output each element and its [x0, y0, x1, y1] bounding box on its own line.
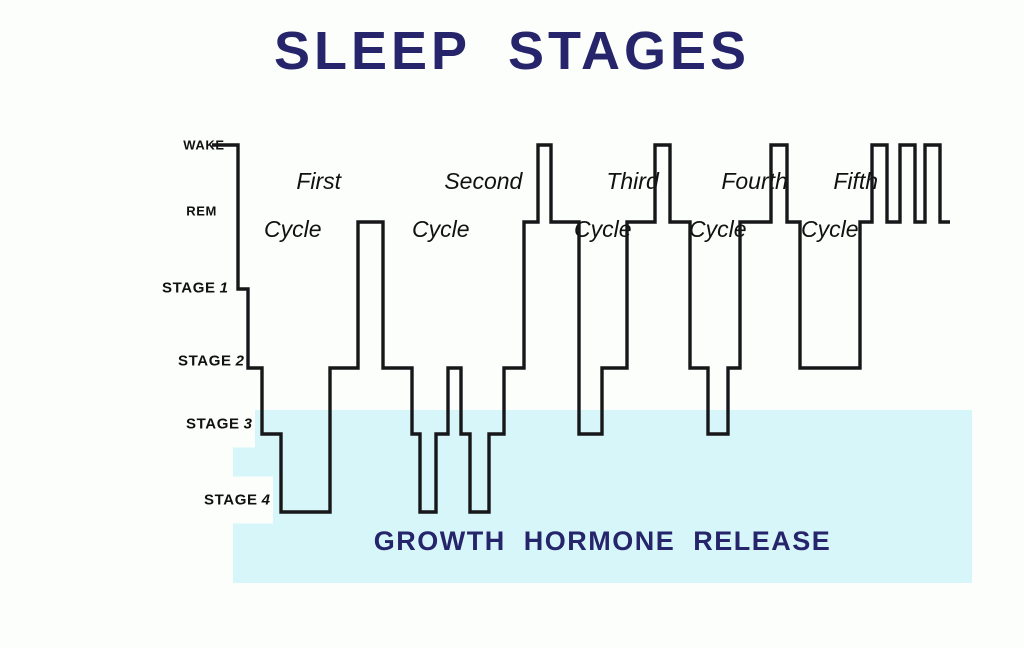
page-title: SLEEP STAGES [273, 21, 751, 81]
axis-label-stage-1-num: 1 [219, 279, 228, 297]
cycle-annotation-first-line2: Cycle [264, 216, 322, 243]
hypnogram-step-line [212, 143, 950, 514]
axis-label-stage-4-word: STAGE [204, 491, 258, 509]
cycle-annotation-second-line2: Cycle [412, 216, 470, 243]
axis-label-stage-4-num: 4 [261, 491, 270, 509]
cycle-annotation-fifth-line2: Cycle [801, 216, 859, 243]
growth-hormone-label: GROWTH HORMONE RELEASE [373, 526, 832, 556]
axis-label-stage-3-num: 3 [243, 415, 252, 433]
cycle-annotation-fourth-line2: Cycle [689, 216, 747, 243]
cycle-annotation-second-line1: Second [444, 168, 523, 195]
cycle-annotation-third-line1: Third [606, 168, 659, 195]
cycle-annotation-first: First Cycle [258, 145, 341, 290]
axis-label-wake-word: WAKE [183, 137, 225, 153]
cycle-annotation-fourth-line1: Fourth [721, 168, 788, 195]
cycle-annotation-first-line1: First [296, 168, 342, 195]
axis-label-rem: REM [158, 190, 220, 232]
axis-label-rem-word: REM [186, 203, 217, 219]
cycle-annotation-second: Second Cycle [406, 145, 522, 290]
cycle-annotation-third-line2: Cycle [574, 216, 632, 243]
growth-hormone-band [233, 410, 972, 583]
cycle-annotation-third: Third Cycle [568, 145, 659, 290]
axis-label-stage-2-word: STAGE [178, 352, 232, 370]
axis-label-stage-2-num: 2 [235, 352, 244, 370]
axis-label-stage-1-word: STAGE [162, 279, 216, 297]
cycle-annotation-fourth: Fourth Cycle [683, 145, 788, 290]
axis-label-stage-3-word: STAGE [186, 415, 240, 433]
